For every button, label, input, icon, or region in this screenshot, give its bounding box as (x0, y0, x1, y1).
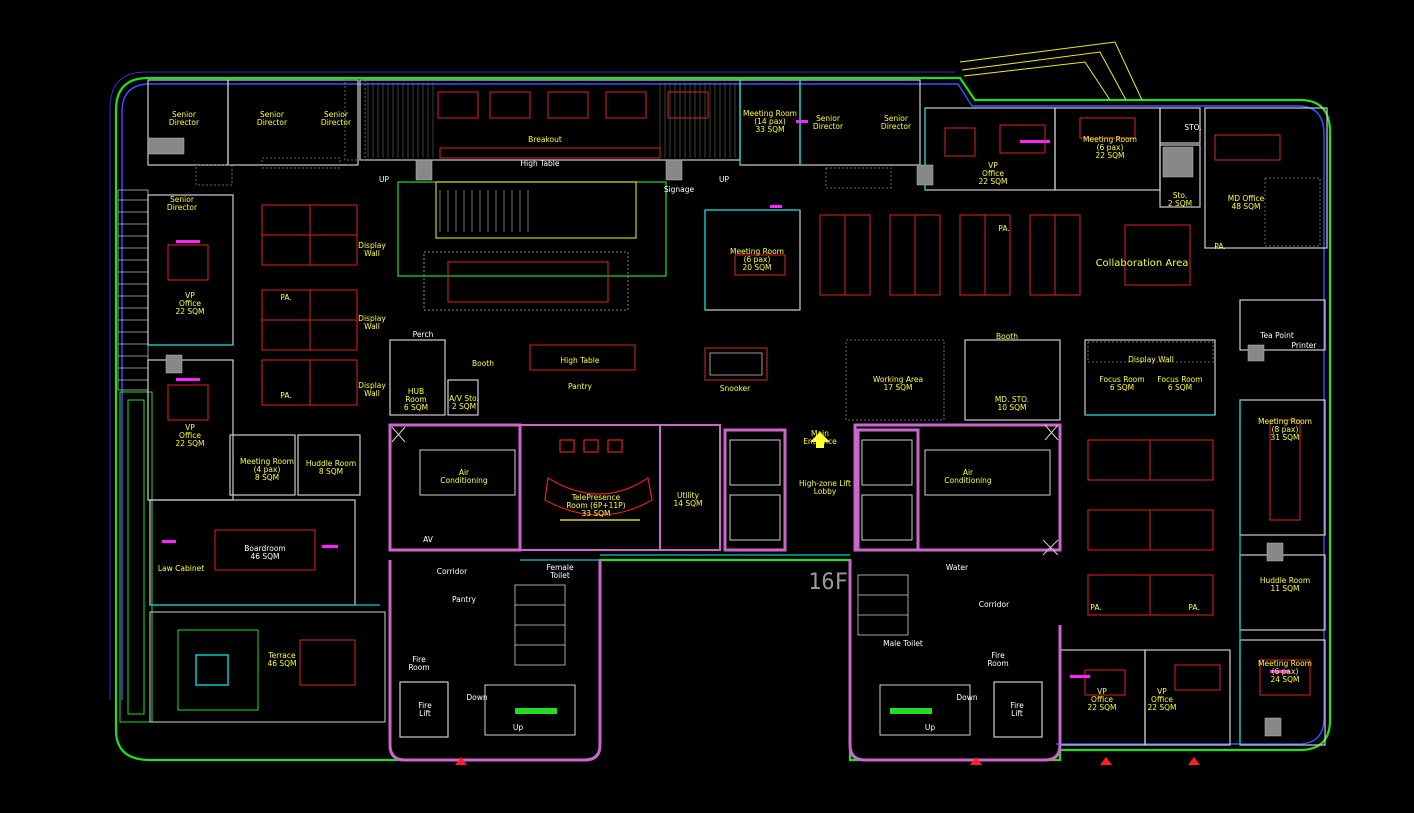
breakout-furniture (437, 91, 709, 159)
planters (195, 79, 1321, 421)
glazing (148, 80, 1241, 745)
central-stair-void (397, 181, 667, 311)
snooker-table (704, 347, 768, 381)
toilets (514, 574, 909, 666)
main-entrance-arrow (810, 432, 830, 448)
telepresence-table (544, 439, 653, 521)
workstations (167, 117, 1311, 696)
building-core (388, 423, 1062, 762)
left-planter (119, 391, 153, 723)
door-markers (162, 120, 1290, 678)
section-markers (455, 757, 1200, 765)
breakout-hatch (367, 82, 736, 158)
exterior-stair (117, 189, 149, 391)
columns (147, 137, 1284, 737)
terrace (149, 611, 386, 723)
building-envelope (109, 41, 1332, 762)
